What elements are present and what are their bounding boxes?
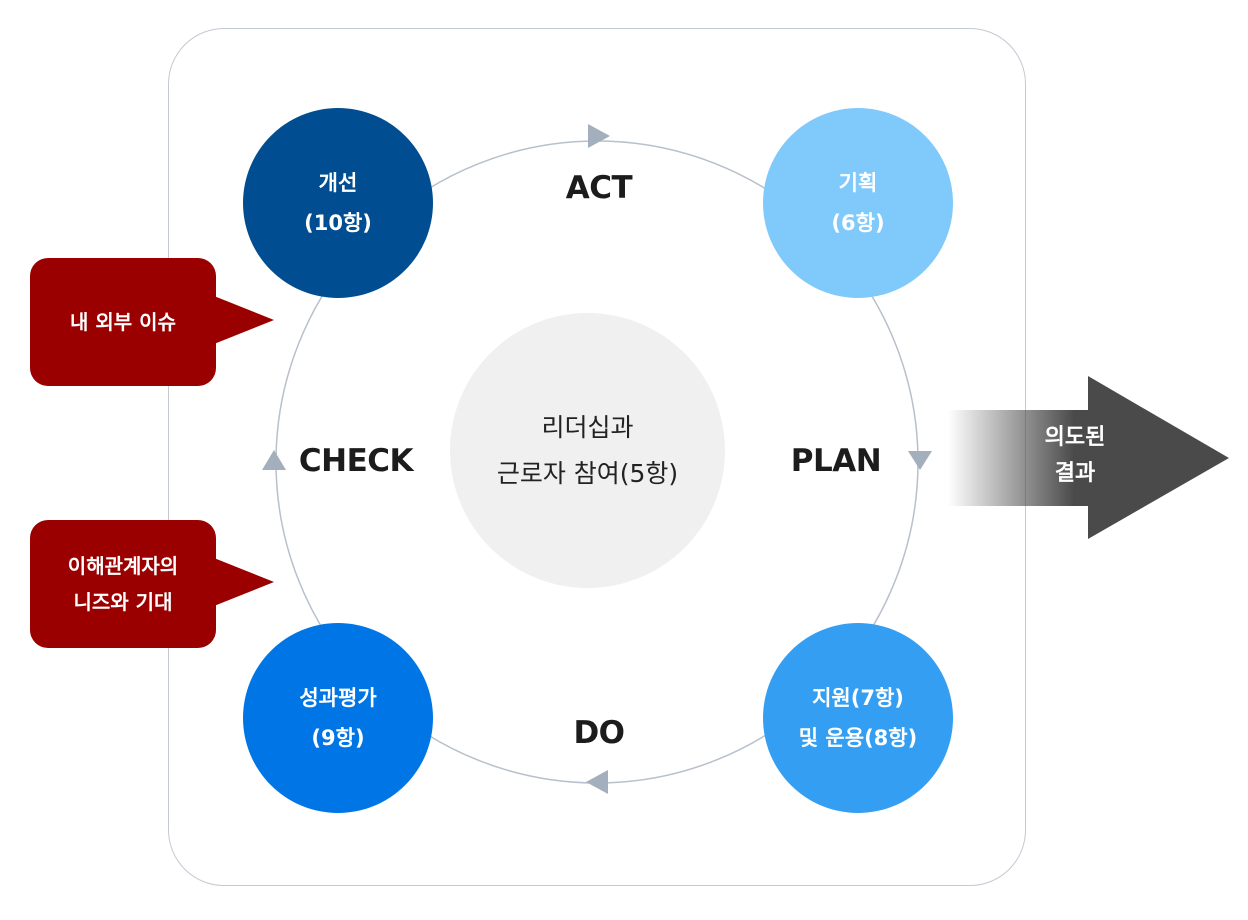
support-operation: 및 운용(8항) [798,726,918,750]
outcome-label: 의도된 결과 [1000,420,1150,492]
phase-check: CHECK [298,443,414,479]
issues-pointer [214,296,274,344]
phase-plan: PLAN [790,443,882,479]
needs-pointer [214,558,274,606]
arrow-right-top [588,124,610,148]
improvement-title: 개선 [318,171,358,195]
arrow-up-left [262,450,286,470]
planning-title: 기획 [838,171,878,195]
evaluation-node: 성과평가 (9항) [243,623,433,813]
center-line1: 리더십과 [541,412,634,442]
issues-callout: 내 외부 이슈 [30,258,216,386]
support-title: 지원(7항) [812,686,904,710]
planning-node: 기획 (6항) [763,108,953,298]
needs-line1: 이해관계자의 [67,554,179,578]
outcome-line1: 의도된 [1044,425,1106,450]
needs-line2: 니즈와 기대 [73,590,173,614]
arrow-left-bottom [586,770,608,794]
evaluation-clause: (9항) [311,726,365,750]
planning-clause: (6항) [831,211,885,235]
center-line2: 근로자 참여(5항) [496,458,679,488]
phase-do: DO [573,715,625,751]
evaluation-title: 성과평가 [299,686,377,710]
outcome-arrow [948,376,1229,539]
outcome-line2: 결과 [1054,461,1096,486]
phase-act: ACT [565,170,633,206]
improvement-clause: (10항) [304,211,372,235]
arrow-down-right [908,451,932,470]
improvement-node: 개선 (10항) [243,108,433,298]
issues-text: 내 외부 이슈 [70,310,176,334]
leadership-center: 리더십과 근로자 참여(5항) [450,313,725,588]
support-node: 지원(7항) 및 운용(8항) [763,623,953,813]
needs-callout: 이해관계자의 니즈와 기대 [30,520,216,648]
